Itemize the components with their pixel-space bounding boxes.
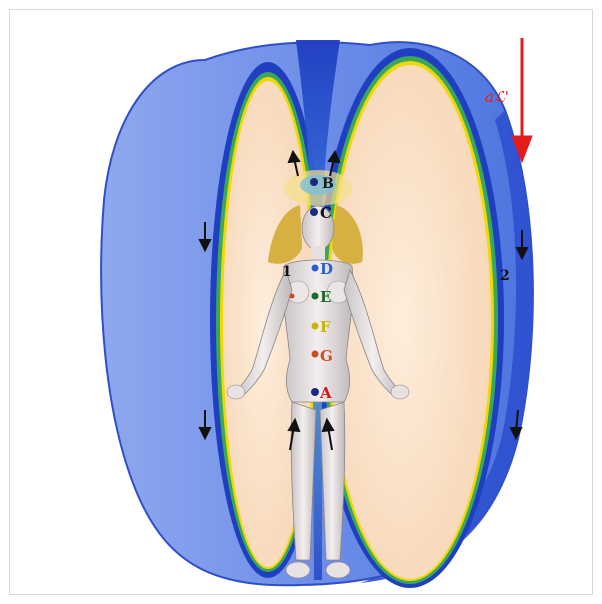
- point-e-dot: [312, 293, 319, 300]
- point-label-d: D: [320, 260, 333, 278]
- point-label-c: C: [320, 204, 332, 222]
- point-a-dot: [311, 388, 319, 396]
- point-label-f: F: [320, 318, 331, 336]
- point-label-g: G: [320, 347, 333, 365]
- force-label: aℒ': [485, 88, 509, 106]
- point-label-e: E: [320, 288, 331, 306]
- point-label-b: B: [322, 176, 334, 192]
- point-g-dot: [312, 351, 319, 358]
- force-arrow: [512, 38, 532, 162]
- point-b-dot: [310, 178, 318, 186]
- point-label-a: A: [319, 384, 332, 402]
- point-f-dot: [312, 323, 319, 330]
- point-d-dot: [312, 265, 319, 272]
- point-c-dot: [310, 208, 318, 216]
- region-label-2: 2: [500, 268, 510, 284]
- region-label-1: 1: [282, 264, 292, 280]
